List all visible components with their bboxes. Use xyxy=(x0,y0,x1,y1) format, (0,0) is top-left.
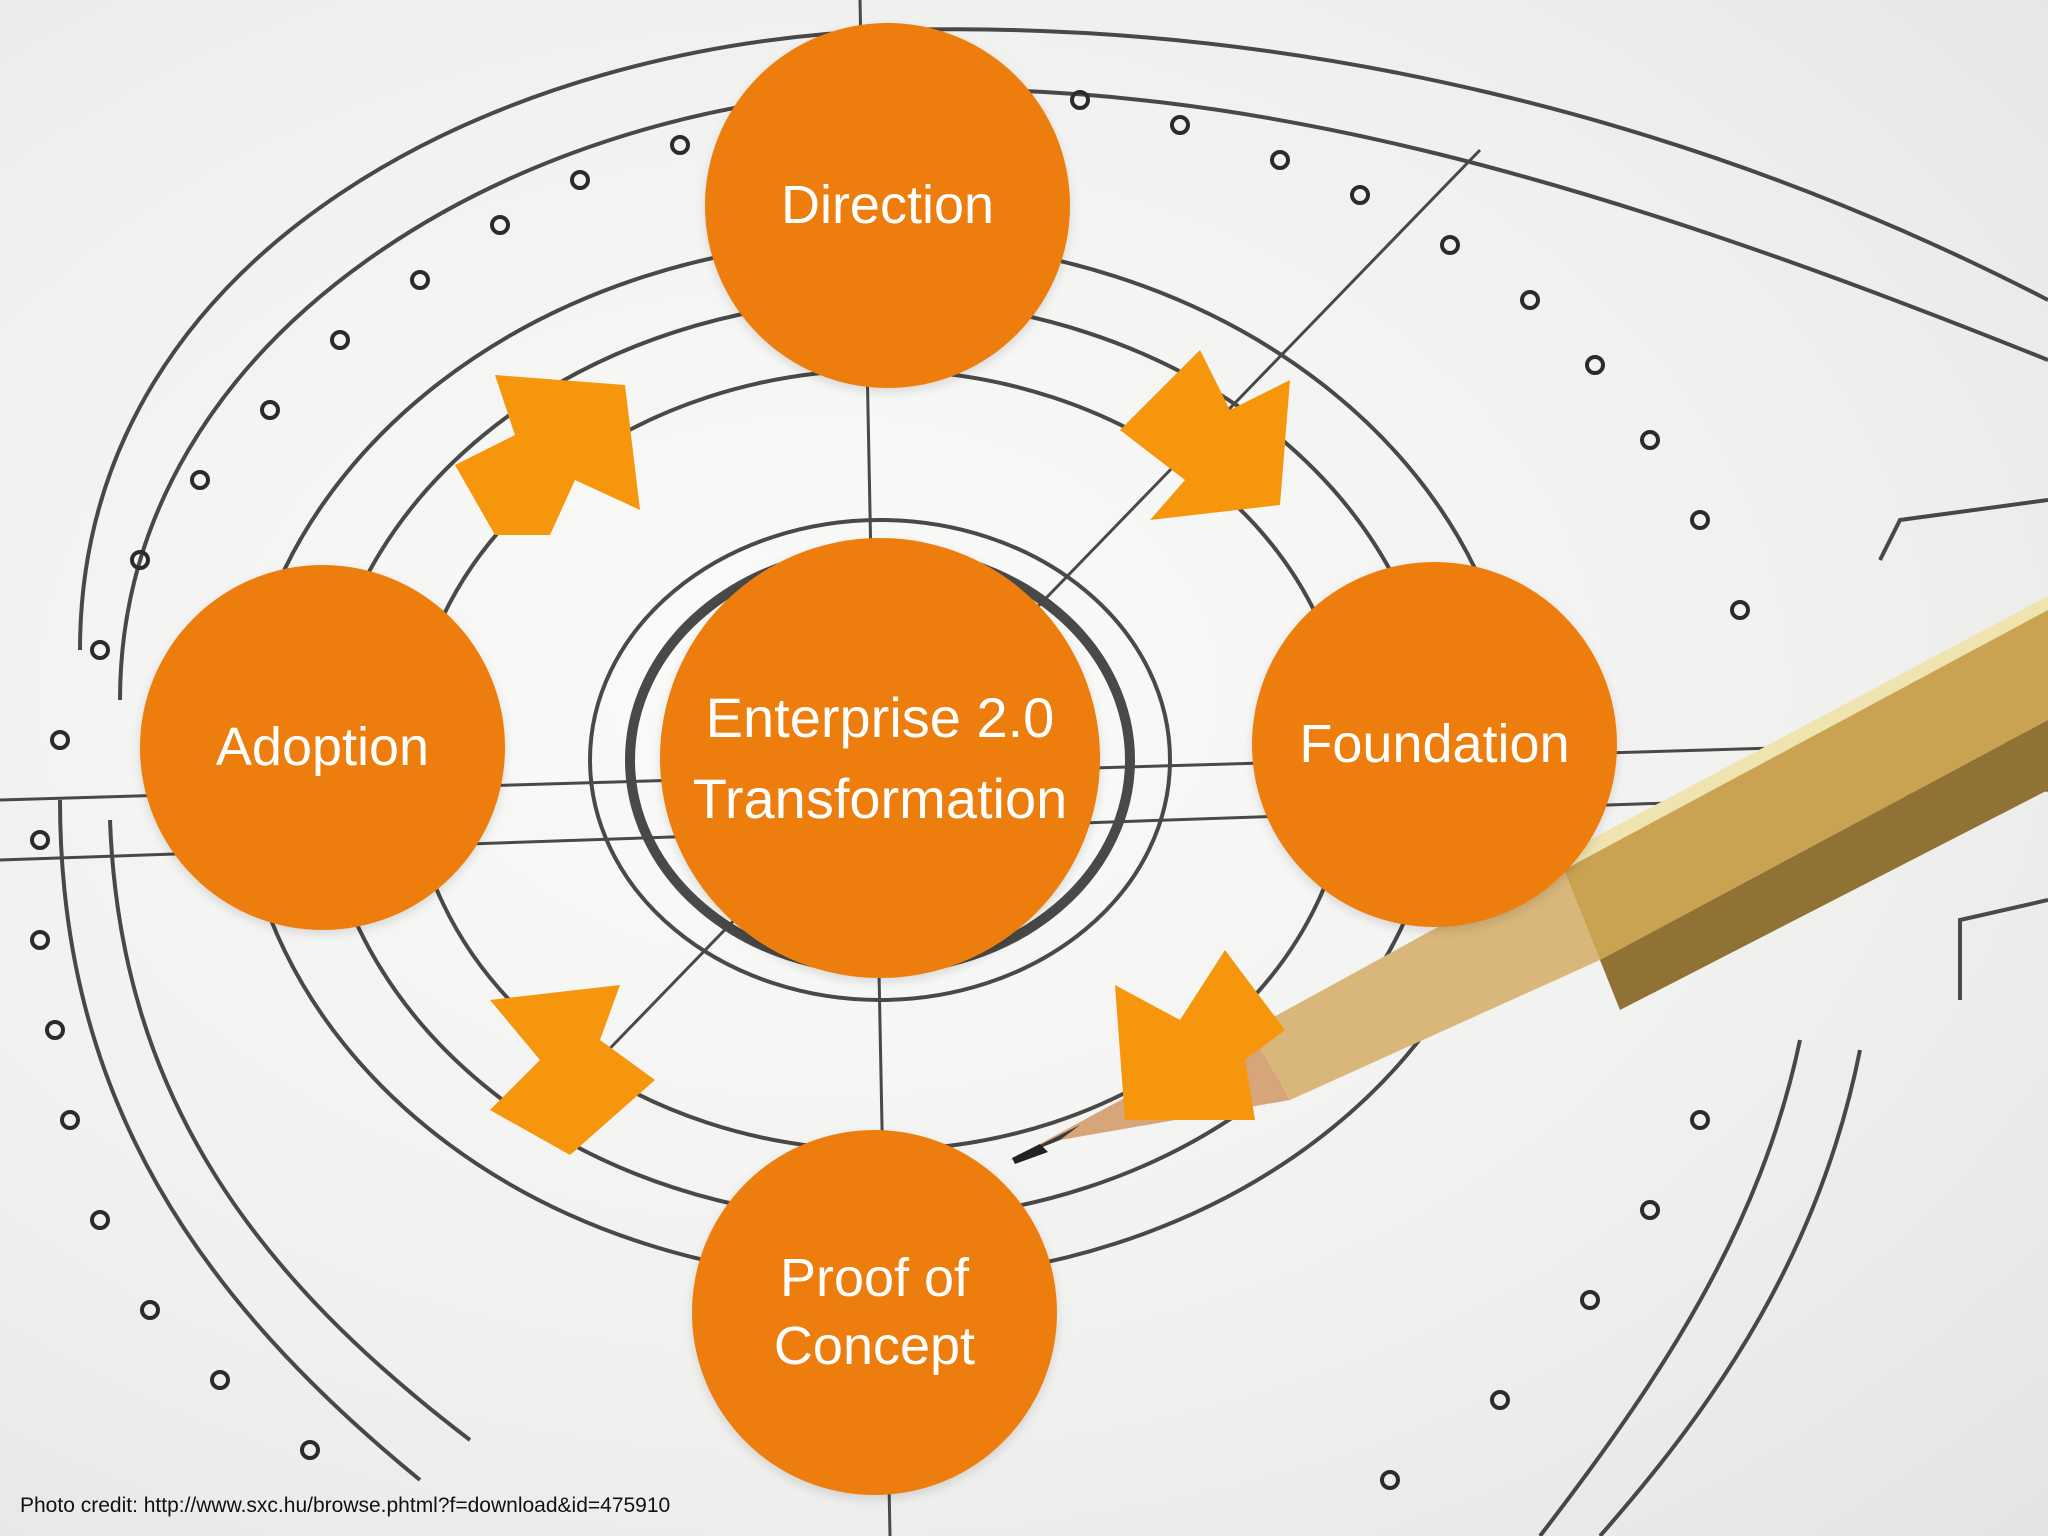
node-direction: Direction xyxy=(705,23,1070,388)
arrow-down-right-icon xyxy=(1120,350,1290,520)
node-proof-of-concept-label: Proof of Concept xyxy=(773,1248,976,1376)
arrow-down-left-icon xyxy=(1115,950,1285,1120)
node-foundation-label: Foundation xyxy=(1299,713,1570,774)
node-adoption-label: Adoption xyxy=(215,716,430,777)
node-foundation: Foundation xyxy=(1252,562,1617,927)
center-node: Enterprise 2.0 Transformation xyxy=(660,538,1100,978)
node-direction-label: Direction xyxy=(780,174,995,235)
node-proof-of-concept: Proof of Concept xyxy=(692,1130,1057,1495)
arrow-up-left-icon xyxy=(490,985,655,1155)
center-node-label: Enterprise 2.0 Transformation xyxy=(692,685,1068,830)
photo-credit: Photo credit: http://www.sxc.hu/browse.p… xyxy=(20,1494,671,1517)
arrow-up-right-icon xyxy=(455,375,640,535)
node-adoption: Adoption xyxy=(140,565,505,930)
